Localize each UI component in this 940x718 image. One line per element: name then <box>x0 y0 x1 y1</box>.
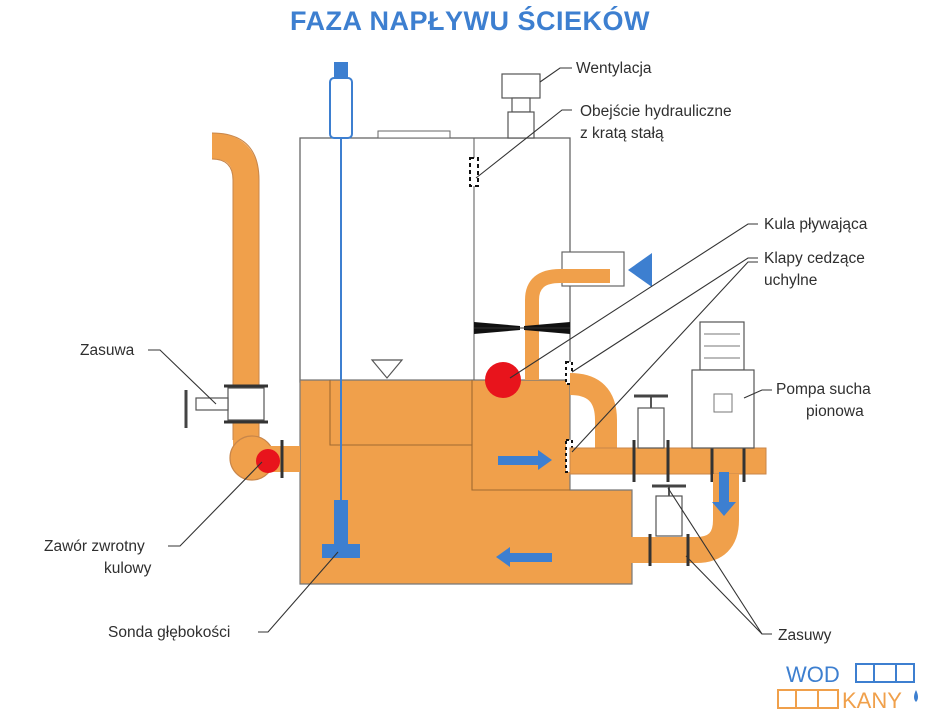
floating-ball <box>485 362 521 398</box>
bypass-grate <box>469 157 479 187</box>
riser-pipe-outline <box>211 132 260 452</box>
label-sonda: Sonda głębokości <box>108 624 230 641</box>
label-zasuwa: Zasuwa <box>80 342 135 359</box>
ventilation-head <box>501 73 541 99</box>
label-kula: Kula pływająca <box>764 216 868 233</box>
return-pipe <box>604 474 739 563</box>
flap-lower <box>565 439 573 473</box>
label-zawor-1: Zawór zwrotny <box>44 538 145 555</box>
wodkany-logo: WOD KANY <box>777 662 918 713</box>
bypass-elbow-pipe <box>569 373 617 458</box>
label-zasuwy: Zasuwy <box>778 627 832 644</box>
flow-arrow-down-icon <box>712 472 736 516</box>
label-obejscie-2: z kratą stałą <box>580 125 664 142</box>
gate-valve-3 <box>655 495 683 537</box>
inflow-arrow-icon <box>628 253 652 287</box>
label-zawor-2: kulowy <box>104 560 152 577</box>
probe-sensor-foot <box>322 544 360 558</box>
flow-arrow-right-icon <box>498 450 552 470</box>
gate-valve-2 <box>637 407 665 449</box>
probe-head <box>329 77 353 139</box>
pump-coupling <box>713 393 733 413</box>
check-ball-left <box>256 449 280 473</box>
riser-pipe <box>211 133 259 452</box>
logo-part2: KANY <box>842 688 902 713</box>
probe-sensor-stem <box>334 500 348 546</box>
ventilation-neck <box>511 97 531 113</box>
flow-arrow-left-icon <box>496 547 552 567</box>
label-wentylacja: Wentylacja <box>576 60 652 77</box>
label-klapy-1: Klapy cedzące <box>764 250 865 267</box>
probe-cap <box>334 62 348 78</box>
tank-hatch <box>377 130 451 139</box>
label-pompa-1: Pompa sucha <box>776 381 871 398</box>
leader-lines <box>148 67 772 635</box>
label-klapy-2: uchylne <box>764 272 817 289</box>
inlet-pipe <box>525 269 610 380</box>
flap-upper <box>565 361 573 385</box>
gate-stem <box>195 397 229 411</box>
diagram-title: FAZA NAPŁYWU ŚCIEKÓW <box>290 6 650 36</box>
label-pompa-2: pionowa <box>806 403 864 420</box>
level-marker-icon <box>370 359 404 379</box>
label-obejscie-1: Obejście hydrauliczne <box>580 103 732 120</box>
logo-part1: WOD <box>786 662 840 687</box>
ventilation-pipe <box>507 111 535 139</box>
gate-valve-body <box>227 387 265 421</box>
